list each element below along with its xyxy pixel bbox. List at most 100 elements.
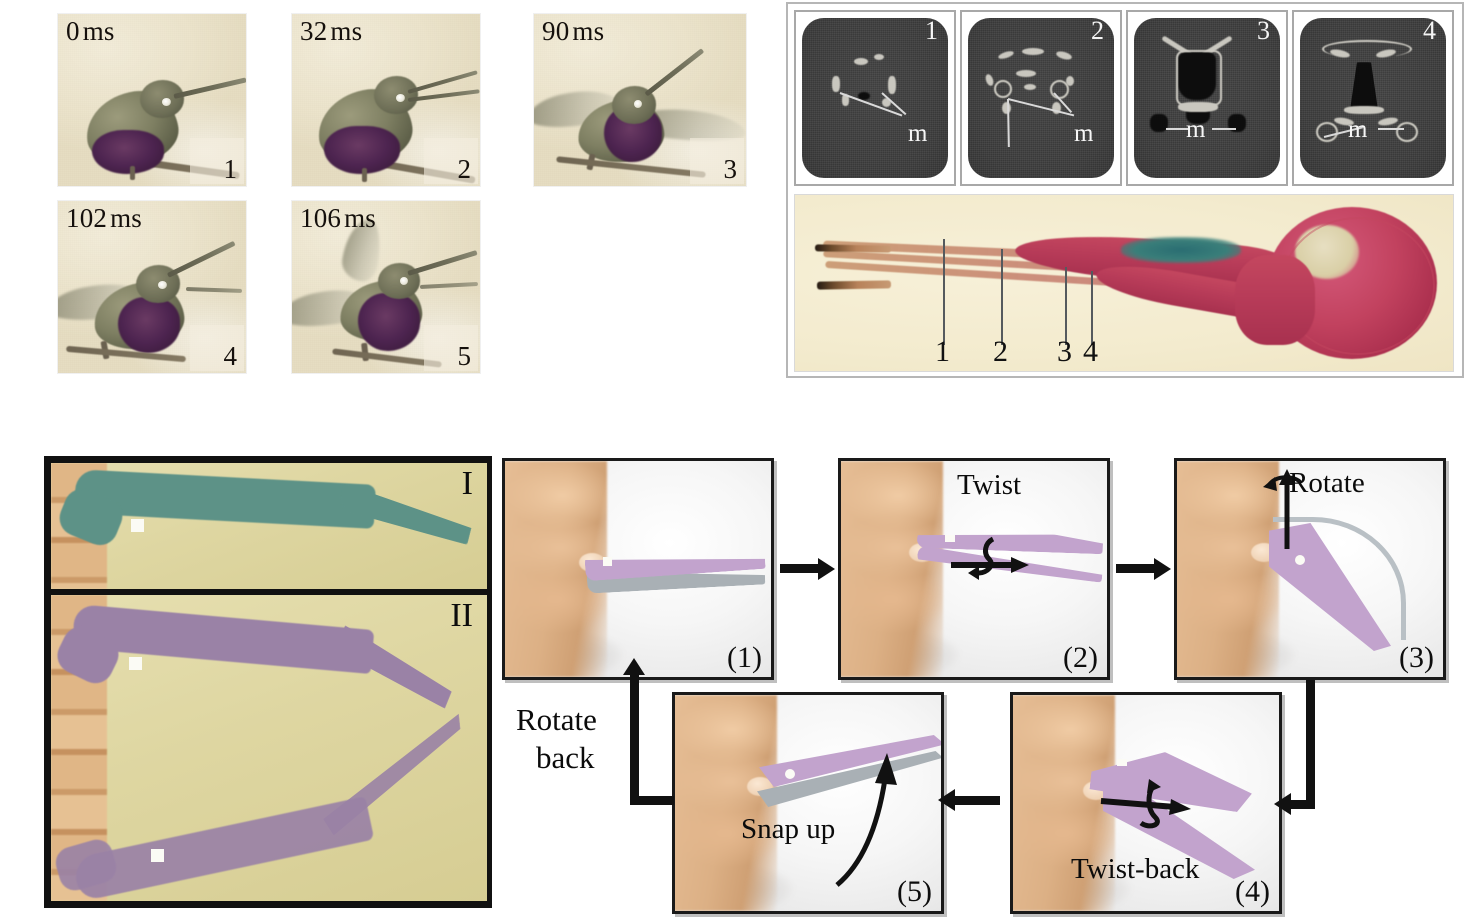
ct-marker-label-2: m bbox=[1074, 120, 1094, 147]
return-label-line-2: back bbox=[536, 740, 595, 775]
ct-slice-row: m 1 bbox=[794, 10, 1454, 186]
ct-slice-1: m 1 bbox=[794, 10, 956, 186]
ct-marker-label-1: m bbox=[908, 120, 928, 147]
ct-image-1 bbox=[802, 18, 948, 178]
bird-belly bbox=[358, 293, 420, 351]
ct-image-2 bbox=[968, 18, 1114, 178]
step-index-1: (1) bbox=[727, 641, 762, 674]
ct-lumen-main bbox=[1350, 62, 1378, 110]
step-label-3: Rotate bbox=[1289, 467, 1365, 499]
flow-step-1: (1) bbox=[502, 458, 774, 680]
bird-eye bbox=[634, 100, 642, 108]
connector-3-to-4-horizontal bbox=[1290, 800, 1315, 809]
hand bbox=[1013, 695, 1115, 911]
ct-ring bbox=[994, 80, 1012, 98]
frame-index-1: 1 bbox=[223, 154, 238, 184]
timestamp-value: 0 bbox=[66, 16, 80, 46]
ct-structure bbox=[1377, 116, 1399, 127]
bird-foot bbox=[130, 166, 135, 180]
ct-structure bbox=[1024, 84, 1036, 90]
ct-leader-line bbox=[1166, 128, 1190, 130]
ct-slice-3: m 3 bbox=[1126, 10, 1288, 186]
frame-number-plate bbox=[424, 138, 478, 184]
ct-structure bbox=[842, 94, 849, 106]
tongue-fork-lower bbox=[816, 280, 892, 290]
ct-outline bbox=[1176, 50, 1222, 106]
flow-step-4: Twist-back (4) bbox=[1010, 692, 1282, 914]
tongue-callout-label-3: 3 bbox=[1057, 335, 1072, 368]
hand bbox=[675, 695, 777, 911]
timestamp-unit: ms bbox=[344, 203, 377, 233]
tongue-base bbox=[1235, 255, 1315, 345]
frame-number-plate bbox=[190, 138, 244, 184]
ct-structure bbox=[1002, 102, 1011, 114]
ct-structure bbox=[984, 73, 995, 87]
step-index-5: (5) bbox=[897, 875, 932, 908]
flow-step-3: Rotate (3) bbox=[1174, 458, 1446, 680]
tongue-callout-line-4 bbox=[1091, 271, 1093, 345]
ct-structure bbox=[997, 49, 1015, 61]
ct-ring bbox=[1316, 122, 1338, 142]
bird-eye bbox=[158, 281, 167, 289]
connector-1-to-2 bbox=[780, 564, 820, 573]
frame-index-5: 5 bbox=[457, 341, 472, 371]
frame-index-3: 3 bbox=[723, 154, 738, 184]
step-index-3: (3) bbox=[1399, 641, 1434, 674]
arrow-head-1-to-2 bbox=[818, 558, 835, 580]
tongue-callout-line-1 bbox=[943, 239, 945, 345]
tongue-callout-label-4: 4 bbox=[1083, 335, 1098, 368]
bird-eye bbox=[400, 277, 408, 285]
ct-index-1: 1 bbox=[925, 16, 938, 45]
tongue-callout-line-2 bbox=[1001, 249, 1003, 345]
bird-eye bbox=[162, 98, 171, 106]
ct-structure bbox=[1022, 48, 1044, 55]
purple-lower-marker-dot bbox=[151, 849, 164, 862]
strip-cell-I: I bbox=[51, 463, 487, 589]
tongue-fork-upper bbox=[814, 244, 892, 253]
strip-cell-II: II bbox=[51, 595, 487, 901]
twist-back-arrow-icon bbox=[1100, 779, 1191, 829]
frame-number-plate bbox=[190, 325, 244, 371]
connector-4-to-5 bbox=[952, 796, 1000, 805]
step-label-2: Twist bbox=[957, 469, 1022, 501]
ct-marker-label-4: m bbox=[1348, 116, 1368, 143]
blade-marker-dot bbox=[785, 769, 795, 779]
bird-belly bbox=[324, 126, 400, 174]
step-photo-1 bbox=[505, 461, 771, 677]
timestamp-unit: ms bbox=[572, 16, 605, 46]
frame-index-4: 4 bbox=[223, 341, 238, 371]
ct-structure bbox=[888, 76, 896, 94]
ct-lumen bbox=[858, 92, 870, 100]
arrow-head-4-to-5 bbox=[938, 789, 955, 811]
hand bbox=[1177, 461, 1279, 677]
ct-structure bbox=[874, 54, 884, 60]
ct-structure bbox=[882, 98, 891, 107]
strip-label-I: I bbox=[461, 465, 473, 502]
ct-leader-line bbox=[1378, 128, 1404, 130]
ct-structure bbox=[1066, 76, 1074, 86]
ct-cavity-right bbox=[1228, 114, 1246, 132]
blade-marker-dot bbox=[1117, 759, 1127, 766]
timestamp-unit: ms bbox=[330, 16, 363, 46]
ct-index-3: 3 bbox=[1257, 16, 1270, 45]
timestamp-value: 106 bbox=[300, 203, 342, 233]
manipulation-flow-panel: (1) Twist (2) bbox=[0, 440, 1478, 920]
timestamp-value: 32 bbox=[300, 16, 328, 46]
rotate-arrow-icon bbox=[1263, 469, 1303, 549]
step-photo-3 bbox=[1177, 461, 1443, 677]
flow-step-2: Twist (2) bbox=[838, 458, 1110, 680]
step-photo-2 bbox=[841, 461, 1107, 677]
ct-index-2: 2 bbox=[1091, 16, 1104, 45]
connector-5-to-1-horizontal bbox=[630, 796, 674, 805]
step-index-4: (4) bbox=[1235, 875, 1270, 908]
snap-up-arrow-icon bbox=[835, 753, 897, 887]
hand bbox=[841, 461, 943, 677]
purple-upper-marker-dot bbox=[129, 657, 142, 670]
twist-arrow-icon bbox=[951, 536, 1029, 580]
flow-step-5: Snap up (5) bbox=[672, 692, 944, 914]
